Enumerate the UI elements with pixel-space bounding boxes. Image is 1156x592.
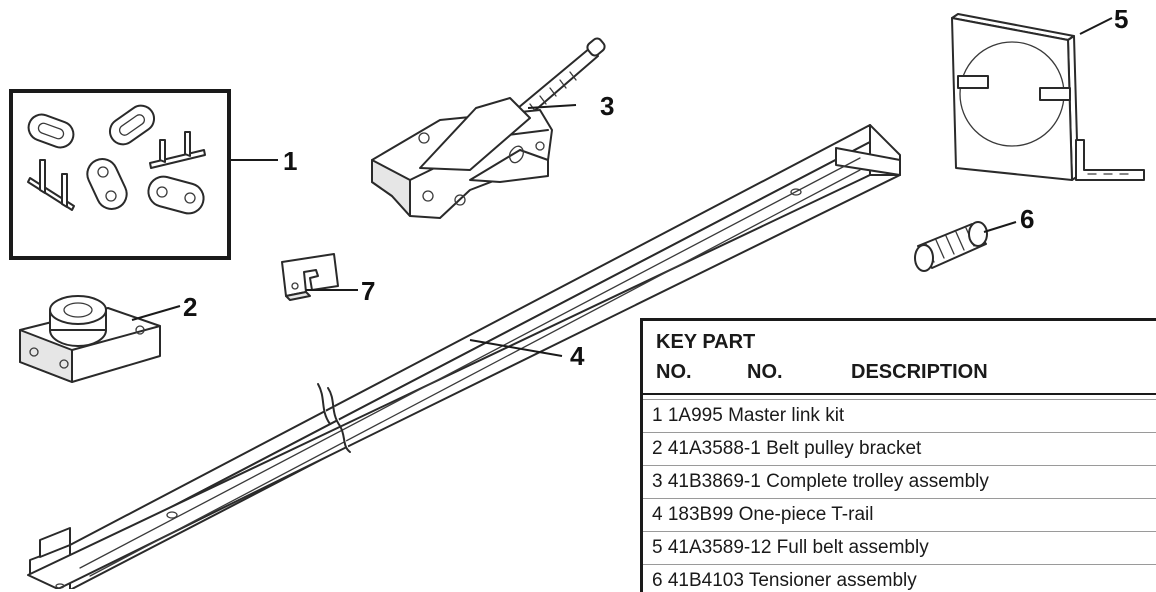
parts-row: 6 41B4103 Tensioner assembly bbox=[643, 565, 1156, 592]
parts-list: 1 1A995 Master link kit 2 41A3588-1 Belt… bbox=[643, 399, 1156, 592]
header-key-no: NO. bbox=[656, 361, 692, 383]
full-belt-assembly-illustration bbox=[951, 13, 1145, 181]
t-rail-illustration bbox=[27, 124, 901, 589]
parts-row: 1 1A995 Master link kit bbox=[643, 399, 1156, 433]
master-link-kit-illustration bbox=[9, 89, 231, 260]
tensioner-assembly-illustration bbox=[914, 221, 988, 272]
parts-row: 5 41A3589-12 Full belt assembly bbox=[643, 532, 1156, 565]
parts-row: 2 41A3588-1 Belt pulley bracket bbox=[643, 433, 1156, 466]
header-description: DESCRIPTION bbox=[851, 361, 988, 383]
parts-row: 4 183B99 One-piece T-rail bbox=[643, 499, 1156, 532]
callout-7: 7 bbox=[361, 276, 375, 306]
callout-4: 4 bbox=[570, 341, 585, 371]
callout-1: 1 bbox=[283, 146, 297, 176]
parts-table: KEY PART NO. NO. DESCRIPTION 1 1A995 Mas… bbox=[640, 318, 1156, 592]
parts-table-header: KEY PART NO. NO. DESCRIPTION bbox=[643, 321, 1156, 395]
header-key-part: KEY PART bbox=[656, 331, 756, 353]
trolley-assembly-illustration bbox=[371, 37, 606, 219]
header-part-no: NO. bbox=[747, 361, 783, 383]
callout-6: 6 bbox=[1020, 204, 1034, 234]
belt-pulley-bracket-illustration bbox=[19, 295, 161, 383]
callout-2: 2 bbox=[183, 292, 197, 322]
callout-3: 3 bbox=[600, 91, 614, 121]
parts-row: 3 41B3869-1 Complete trolley assembly bbox=[643, 466, 1156, 499]
clip-illustration bbox=[281, 253, 339, 301]
callout-5: 5 bbox=[1114, 4, 1128, 34]
